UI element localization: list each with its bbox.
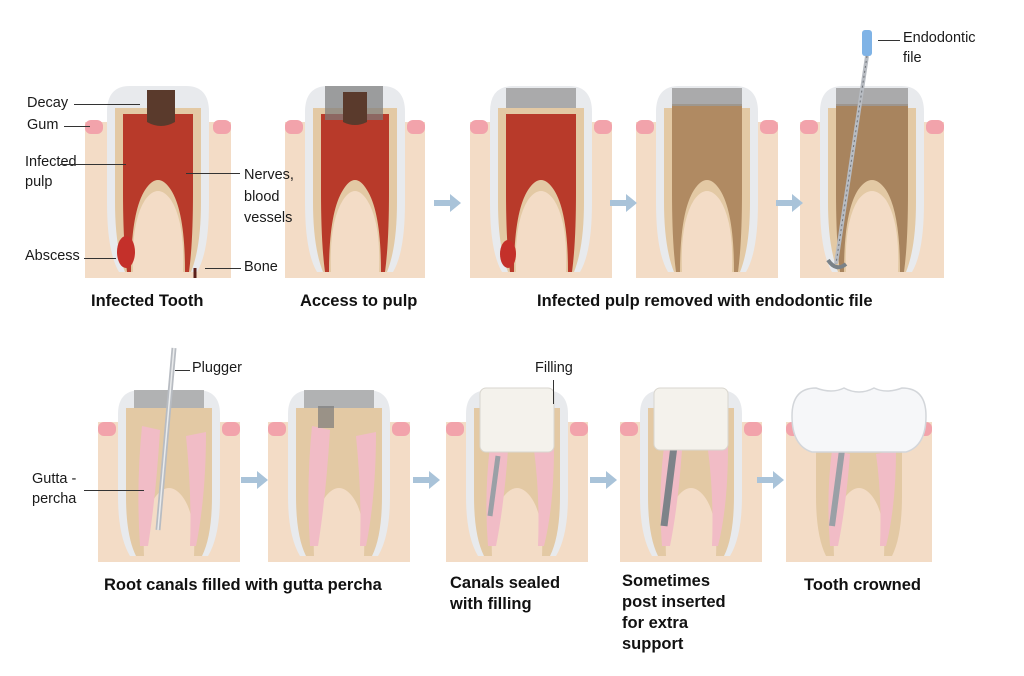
label-gutta-percha-line2: percha <box>32 491 77 507</box>
tooth-panel-crowned <box>786 386 932 562</box>
crowned-tooth-illustration <box>786 387 932 562</box>
arrow-right-icon <box>413 471 440 489</box>
caption-access-to-pulp: Access to pulp <box>300 292 418 310</box>
leader-endodontic-file <box>878 40 900 41</box>
tooth-panel-gutta-1 <box>98 386 240 562</box>
arrow-right-icon <box>776 194 803 212</box>
arrow-right-icon <box>241 471 268 489</box>
leader-plugger <box>175 370 190 371</box>
label-infected-pulp-line1: Infected <box>25 154 77 170</box>
leader-gutta-percha <box>84 490 144 491</box>
caption-pulp-removed: Infected pulp removed with endodontic fi… <box>537 292 873 310</box>
label-nerves-line2: blood <box>244 189 280 205</box>
caption-tooth-crowned: Tooth crowned <box>804 576 922 594</box>
access-tooth-illustration <box>285 86 425 278</box>
label-plugger: Plugger <box>192 360 242 376</box>
sealed-tooth-illustration <box>446 387 588 562</box>
arrow-right-icon <box>434 194 461 212</box>
tooth-panel-removal-1 <box>470 82 612 278</box>
tooth-panel-removal-2 <box>636 82 778 278</box>
post-tooth-illustration <box>620 387 762 562</box>
label-decay: Decay <box>27 95 69 111</box>
tooth-panel-post <box>620 386 762 562</box>
label-endodontic-file-line1: Endodontic <box>903 30 976 46</box>
caption-infected-tooth: Infected Tooth <box>91 292 204 310</box>
label-filling: Filling <box>535 360 573 376</box>
gutta-tooth-1-illustration <box>98 390 240 562</box>
label-gum: Gum <box>27 117 59 133</box>
caption-post-line4: support <box>622 635 684 653</box>
removal-tooth-2-illustration <box>636 86 778 278</box>
leader-filling <box>553 380 554 404</box>
caption-canals-sealed-line2: with filling <box>450 595 532 613</box>
leader-bone <box>205 268 241 269</box>
label-endodontic-file-line2: file <box>903 50 922 66</box>
label-nerves-line3: vessels <box>244 210 293 226</box>
leader-gum <box>64 126 90 127</box>
tooth-panel-infected <box>85 82 231 278</box>
label-abscess: Abscess <box>25 248 80 264</box>
arrow-right-icon <box>590 471 617 489</box>
leader-decay <box>74 104 140 105</box>
arrow-right-icon <box>610 194 637 212</box>
removal-tooth-1-illustration <box>470 86 612 278</box>
caption-post-line1: Sometimes <box>622 572 711 590</box>
leader-nerves <box>186 173 240 174</box>
label-nerves-line1: Nerves, <box>244 167 294 183</box>
gutta-tooth-2-illustration <box>268 390 410 562</box>
arrow-right-icon <box>757 471 784 489</box>
caption-root-canals-filled: Root canals filled with gutta percha <box>104 576 382 594</box>
label-gutta-percha-line1: Gutta - <box>32 471 77 487</box>
tooth-panel-sealed <box>446 386 588 562</box>
caption-post-line2: post inserted <box>622 593 726 611</box>
caption-post-line3: for extra <box>622 614 689 632</box>
label-infected-pulp-line2: pulp <box>25 174 53 190</box>
endodontic-file-instrument <box>834 30 872 265</box>
infected-tooth-illustration <box>85 86 231 278</box>
tooth-panel-access <box>285 82 425 278</box>
tooth-panel-gutta-2 <box>268 386 410 562</box>
plugger-instrument <box>155 347 177 531</box>
leader-abscess <box>84 258 116 259</box>
label-bone: Bone <box>244 259 278 275</box>
caption-canals-sealed-line1: Canals sealed <box>450 574 561 592</box>
leader-infected-pulp <box>60 164 126 165</box>
